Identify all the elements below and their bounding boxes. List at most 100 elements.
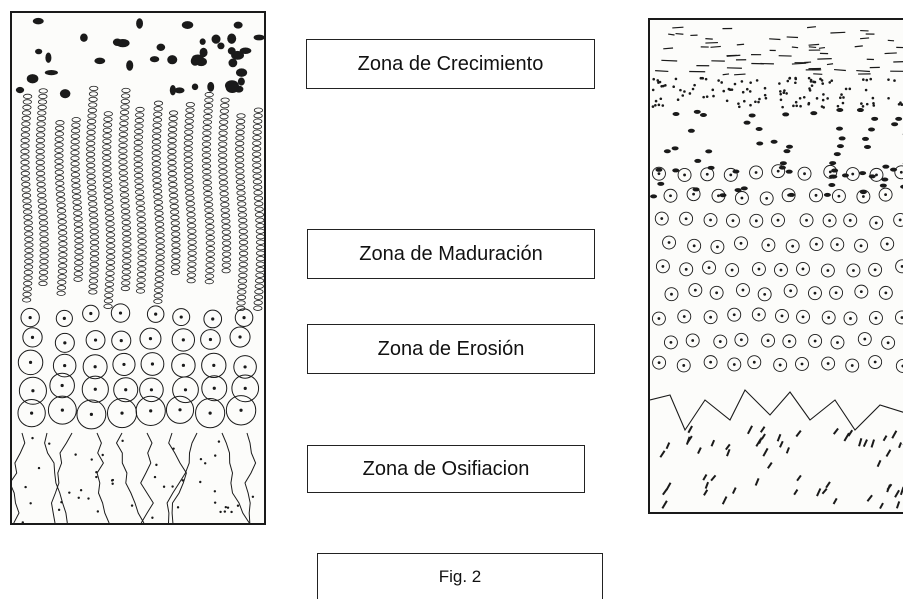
column-cell xyxy=(90,235,98,239)
dark-cell xyxy=(780,161,787,165)
column-cell xyxy=(185,113,193,117)
column-cell xyxy=(221,202,229,206)
column-cell xyxy=(156,244,164,248)
column-cell xyxy=(169,182,177,186)
resting-cell xyxy=(236,68,247,76)
column-cell xyxy=(136,201,144,205)
cell-nucleus xyxy=(851,173,854,176)
bone-trabecula xyxy=(141,433,154,523)
column-cell xyxy=(138,245,146,249)
small-cell-dot xyxy=(705,78,708,81)
osteocyte-dot xyxy=(225,506,227,508)
perichondrium-stroke xyxy=(723,74,729,75)
small-cell-dot xyxy=(654,104,657,107)
column-cell xyxy=(119,138,127,142)
column-cell xyxy=(134,168,142,172)
cell-nucleus xyxy=(119,311,122,314)
column-cell xyxy=(222,268,230,272)
resting-cell xyxy=(217,43,224,50)
small-cell-dot xyxy=(839,96,842,99)
column-cell xyxy=(55,137,63,141)
bone-spicule xyxy=(867,495,872,501)
column-cell xyxy=(135,113,143,117)
column-cell xyxy=(105,293,113,297)
column-cell xyxy=(253,163,261,167)
column-cell xyxy=(121,94,129,98)
column-cell xyxy=(186,196,194,200)
column-cell xyxy=(235,158,243,162)
column-cell xyxy=(21,127,29,131)
resting-cell xyxy=(240,48,252,55)
round-cell xyxy=(894,213,903,226)
maturation-zone-label: Zona de Maduración xyxy=(307,229,595,279)
column-cell xyxy=(123,248,131,252)
dark-cell xyxy=(857,108,864,112)
osteocyte-dot xyxy=(204,462,206,464)
cell-nucleus xyxy=(884,193,887,196)
column-cell xyxy=(153,178,161,182)
column-cell xyxy=(222,219,230,223)
small-cell-dot xyxy=(821,79,824,82)
cell-nucleus xyxy=(777,219,780,222)
column-cell xyxy=(104,194,112,198)
column-cell xyxy=(24,265,32,269)
column-cell xyxy=(74,266,82,270)
small-cell-dot xyxy=(679,89,682,92)
cell-nucleus xyxy=(31,389,34,392)
dark-cell xyxy=(871,117,878,121)
column-cell xyxy=(153,118,161,122)
resting-cell xyxy=(167,55,177,64)
column-cell xyxy=(253,125,261,129)
dark-cell xyxy=(859,171,866,175)
cell-nucleus xyxy=(122,363,125,366)
column-cell xyxy=(236,130,244,134)
column-cell xyxy=(188,267,196,271)
bone-spicule xyxy=(880,503,883,508)
column-cell xyxy=(105,200,113,204)
small-cell-dot xyxy=(729,88,732,91)
cell-nucleus xyxy=(731,269,734,272)
dark-cell xyxy=(891,122,898,126)
small-cell-dot xyxy=(898,103,901,106)
column-cell xyxy=(203,169,211,173)
column-cell xyxy=(39,276,47,280)
column-cell xyxy=(122,270,130,274)
small-cell-dot xyxy=(795,104,798,107)
cell-nucleus xyxy=(765,197,768,200)
column-cell xyxy=(37,116,45,120)
small-cell-dot xyxy=(711,89,714,92)
cell-nucleus xyxy=(852,269,855,272)
column-cell xyxy=(106,266,114,270)
column-cell xyxy=(206,230,214,234)
column-cell xyxy=(136,206,144,210)
column-cell xyxy=(154,195,162,199)
column-cell xyxy=(104,112,112,116)
column-cell xyxy=(219,175,227,179)
cell-nucleus xyxy=(779,364,782,367)
column-cell xyxy=(134,151,142,155)
column-cell xyxy=(56,187,64,191)
erosion-front xyxy=(650,390,903,430)
dark-cell xyxy=(672,168,679,172)
bone-spicule xyxy=(733,488,736,494)
column-cell xyxy=(188,245,196,249)
column-cell xyxy=(24,221,32,225)
dark-cell xyxy=(783,149,790,153)
perichondrium-stroke xyxy=(737,44,744,45)
column-cell xyxy=(24,270,32,274)
column-cell xyxy=(218,147,226,151)
small-cell-dot xyxy=(749,81,752,84)
column-cell xyxy=(104,183,112,187)
column-cell xyxy=(71,151,79,155)
column-cell xyxy=(23,105,31,109)
cell-nucleus xyxy=(875,173,878,176)
cell-nucleus xyxy=(709,361,712,364)
column-cell xyxy=(221,208,229,212)
resting-cell xyxy=(33,18,44,24)
column-cell xyxy=(121,105,129,109)
column-cell xyxy=(71,178,79,182)
dark-cell xyxy=(786,145,793,149)
dark-cell xyxy=(868,128,875,132)
cell-nucleus xyxy=(670,293,673,296)
column-cell xyxy=(87,125,95,129)
